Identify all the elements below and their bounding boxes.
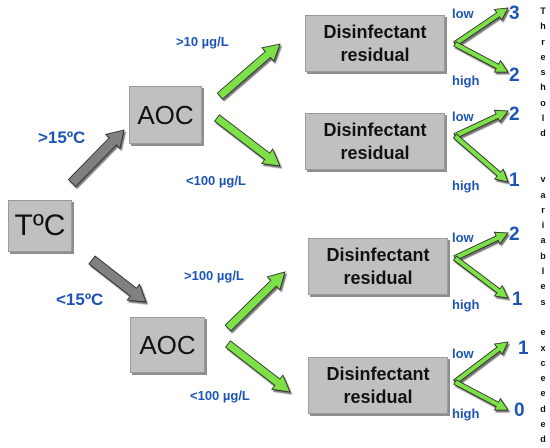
temperature-node: TºC [8,200,72,252]
residual-low-label: low [452,230,474,245]
caption-letter: e [540,388,546,399]
caption-letter: d [540,403,546,414]
residual-low-label: low [452,6,474,21]
aoc-branch-arrow [216,43,281,100]
caption-letter: h [540,82,546,93]
threshold-count: 3 [509,3,520,24]
threshold-count: 1 [509,170,520,191]
residual-node-line2: residual [340,44,410,65]
high-outcome-arrow [453,379,509,411]
temp-high-arrow [67,129,125,188]
caption-letter: h [540,21,546,32]
aoc-node-low-temp: AOC [130,317,205,373]
caption-letter: r [541,204,545,215]
aoc-branch-arrow [224,271,286,332]
residual-node-line2: residual [343,267,413,288]
residual-node-line1: Disinfectant [326,363,430,384]
residual-node-line1: Disinfectant [323,119,427,140]
residual-node-line1: Disinfectant [323,21,427,42]
threshold-count: 2 [509,104,520,125]
caption-letter [537,142,549,157]
caption-letter: T [540,6,546,16]
aoc-node-label: AOC [137,99,194,130]
caption-letter: e [540,419,546,430]
caption-letter: s [540,67,546,78]
aoc-node-high-temp: AOC [129,86,202,144]
temperature-node-label: TºC [14,209,66,242]
high-outcome-arrow [452,255,509,299]
residual-node-line1: Disinfectant [326,244,430,265]
caption-letter: e [540,327,546,338]
caption-letter: l [541,266,545,277]
caption-letter [537,157,549,172]
residual-node-line2: residual [343,386,413,407]
threshold-count: 1 [512,289,523,310]
high-outcome-arrow [453,41,509,73]
aoc-branch-label: >100 µg/L [184,268,244,283]
aoc-branch-arrow [214,114,281,167]
caption-letter: a [540,235,546,246]
caption-letter: r [541,36,545,47]
threshold-count: 2 [509,65,520,86]
caption-letter: a [540,189,546,200]
residual-node-line2: residual [340,142,410,163]
caption-letter: c [540,357,546,368]
low-outcome-arrow [453,231,509,261]
low-outcome-arrow [453,109,509,139]
threshold-count: 0 [514,400,525,421]
threshold-count: 1 [518,338,529,359]
caption-letter [537,310,549,325]
caption-letter: o [540,97,546,108]
high-outcome-arrow [452,133,509,183]
aoc-branch-arrow [225,340,291,393]
caption-letter: b [540,250,546,261]
caption-letter: l [541,113,545,124]
residual-low-label: low [452,346,474,361]
low-outcome-arrow [453,7,509,47]
aoc-node-label: AOC [139,329,196,360]
caption-letter: d [540,128,546,139]
temp-branch-low-label: <15ºC [56,290,104,309]
caption-letter: e [540,373,546,384]
caption-letter: d [540,434,546,445]
temp-low-arrow [88,255,147,303]
residual-low-label: low [452,109,474,124]
caption-letter: e [540,51,546,62]
temp-branch-high-label: >15ºC [38,128,86,147]
threshold-decision-tree: TºC >15ºC <15ºC AOC AOC >10 µg/L <100 µg… [8,3,546,444]
caption-letter: s [540,296,546,307]
aoc-branch-label: <100 µg/L [186,173,246,188]
caption-letter: x [540,342,546,353]
aoc-branch-label: >10 µg/L [176,34,229,49]
residual-high-label: high [452,297,480,312]
caption-letter: v [540,174,546,185]
caption-letter: e [540,281,546,292]
low-outcome-arrow [452,341,509,385]
residual-high-label: high [452,406,480,421]
threshold-count: 2 [509,224,520,245]
residual-high-label: high [452,178,480,193]
residual-high-label: high [452,73,480,88]
arrow-layer [67,7,509,411]
caption-letter: i [541,220,545,231]
aoc-branch-label: <100 µg/L [190,388,250,403]
